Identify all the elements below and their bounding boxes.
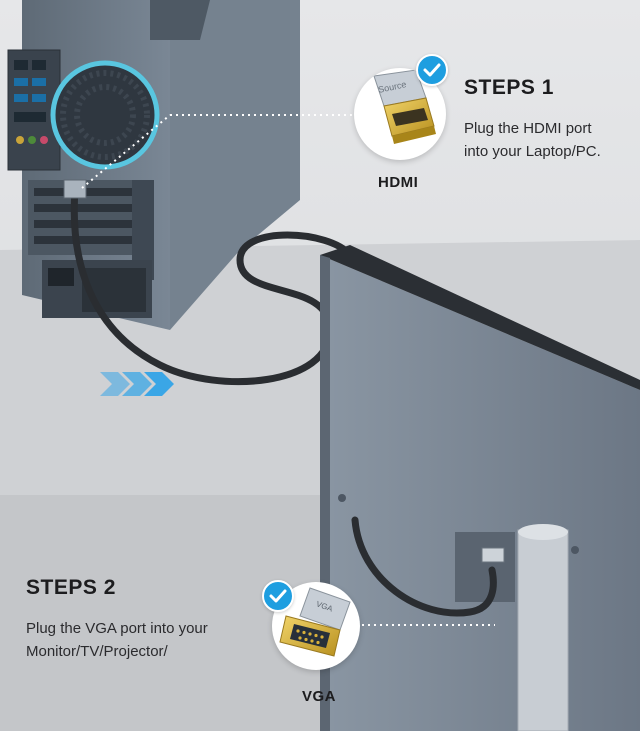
hdmi-plug-small bbox=[63, 179, 87, 199]
step2-title: STEPS 2 bbox=[26, 576, 116, 599]
step2-line2: Monitor/TV/Projector/ bbox=[26, 643, 168, 660]
monitor bbox=[320, 245, 640, 731]
vga-cable bbox=[351, 516, 497, 617]
leader-line-hdmi bbox=[81, 114, 171, 189]
hdmi-label: HDMI bbox=[378, 174, 419, 191]
vga-label: VGA bbox=[302, 688, 337, 705]
arrow-chevrons-icon bbox=[100, 372, 174, 396]
step1-line1: Plug the HDMI port bbox=[464, 120, 592, 137]
cable-loop bbox=[236, 231, 354, 334]
check-icon bbox=[262, 580, 294, 612]
cable bbox=[70, 186, 334, 386]
step2-line1: Plug the VGA port into your bbox=[26, 620, 208, 637]
check-icon bbox=[416, 54, 448, 86]
step1-line2: into your Laptop/PC. bbox=[464, 143, 601, 160]
hdmi-connector-image bbox=[373, 69, 436, 144]
step1-title: STEPS 1 bbox=[464, 76, 554, 99]
vga-connector-image bbox=[279, 587, 351, 657]
